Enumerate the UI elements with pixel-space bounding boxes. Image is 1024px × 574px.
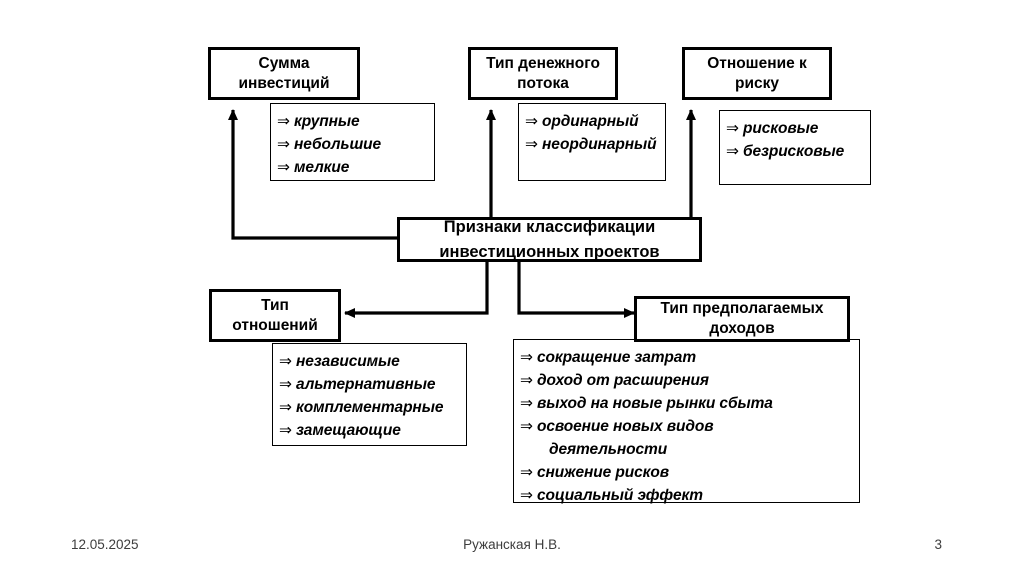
title-line-2: риску [735, 74, 779, 92]
bullet-arrow-icon: ⇒ [726, 120, 739, 137]
connector-to-tip-otnosheniy [344, 262, 489, 318]
bullet-arrow-icon: ⇒ [520, 487, 533, 504]
title-line-2: доходов [709, 320, 775, 337]
connector-to-tip-predpolagaemyh-dohodov [517, 262, 635, 318]
title-line-2: отношений [232, 316, 318, 334]
list-item: ⇒замещающие [279, 419, 458, 442]
title-box-label: Сумма инвестиций [233, 54, 336, 94]
title-line-2: потока [517, 74, 569, 92]
list-item-label: крупные [294, 113, 360, 130]
list-sum-investitsiy: ⇒крупные ⇒небольшие ⇒мелкие [277, 110, 426, 179]
central-box[interactable]: Признаки классификации инвестиционных пр… [397, 217, 702, 262]
title-line-1: Тип денежного [486, 54, 600, 72]
list-item: ⇒небольшие [277, 133, 426, 156]
list-item: ⇒снижение рисков [520, 461, 851, 484]
list-item-label: замещающие [296, 422, 401, 439]
list-item-label: мелкие [294, 159, 350, 176]
title-box-label: Отношение к риску [701, 54, 813, 94]
list-item: ⇒безрисковые [726, 140, 862, 163]
list-otnoshenie-k-risku: ⇒рисковые ⇒безрисковые [726, 117, 862, 163]
list-item: ⇒независимые [279, 350, 458, 373]
bullet-arrow-icon: ⇒ [277, 136, 290, 153]
list-item-label: альтернативные [296, 376, 436, 393]
list-item-label: безрисковые [743, 143, 845, 160]
list-item: ⇒неординарный [525, 133, 657, 156]
title-box-label: Тип денежного потока [480, 54, 606, 94]
bullet-arrow-icon: ⇒ [520, 464, 533, 481]
list-item-label: небольшие [294, 136, 382, 153]
list-item-label: освоение новых видов [537, 418, 714, 435]
title-line-1: Тип [261, 296, 289, 314]
list-box-sum-investitsiy: ⇒крупные ⇒небольшие ⇒мелкие [270, 103, 435, 181]
list-item: ⇒мелкие [277, 156, 426, 179]
list-box-otnoshenie-k-risku: ⇒рисковые ⇒безрисковые [719, 110, 871, 185]
central-line-1: Признаки классификации [443, 217, 656, 236]
list-item: ⇒выход на новые рынки сбыта [520, 392, 851, 415]
central-box-label: Признаки классификации инвестиционных пр… [433, 215, 665, 265]
list-item: ⇒крупные [277, 110, 426, 133]
list-item: ⇒рисковые [726, 117, 862, 140]
bullet-arrow-icon: ⇒ [279, 422, 292, 439]
list-tip-otnosheniy: ⇒независимые ⇒альтернативные ⇒комплемент… [279, 350, 458, 442]
bullet-arrow-icon: ⇒ [520, 349, 533, 366]
title-box-otnoshenie-k-risku[interactable]: Отношение к риску [682, 47, 832, 100]
bullet-arrow-icon: ⇒ [279, 376, 292, 393]
list-item-label: социальный эффект [537, 487, 703, 504]
list-box-tip-otnosheniy: ⇒независимые ⇒альтернативные ⇒комплемент… [272, 343, 467, 446]
list-item: ⇒доход от расширения [520, 369, 851, 392]
list-item-label: доход от расширения [537, 372, 709, 389]
bullet-arrow-icon: ⇒ [520, 418, 533, 435]
title-box-tip-predpolagaemyh-dohodov[interactable]: Тип предполагаемых доходов [634, 296, 850, 342]
title-box-sum-investitsiy[interactable]: Сумма инвестиций [208, 47, 360, 100]
bullet-arrow-icon: ⇒ [520, 395, 533, 412]
list-item-label: ординарный [542, 113, 639, 130]
bullet-arrow-icon: ⇒ [279, 353, 292, 370]
list-item-label: деятельности [549, 441, 668, 458]
bullet-arrow-icon: ⇒ [279, 399, 292, 416]
list-tip-predpolagaemyh-dohodov: ⇒сокращение затрат ⇒доход от расширения … [520, 346, 851, 507]
list-box-tip-denezhnogo-potoka: ⇒ординарный ⇒неординарный [518, 103, 666, 181]
title-box-tip-denezhnogo-potoka[interactable]: Тип денежного потока [468, 47, 618, 100]
list-item-label: независимые [296, 353, 400, 370]
list-item-label: выход на новые рынки сбыта [537, 395, 773, 412]
list-item-label: рисковые [743, 120, 819, 137]
bullet-arrow-icon: ⇒ [520, 372, 533, 389]
list-item-label: снижение рисков [537, 464, 669, 481]
list-tip-denezhnogo-potoka: ⇒ординарный ⇒неординарный [525, 110, 657, 156]
footer-page-number: 3 [934, 537, 942, 552]
central-line-2: инвестиционных проектов [439, 242, 660, 261]
title-line-1: Отношение к [707, 54, 807, 72]
title-line-2: инвестиций [238, 74, 330, 92]
footer-author: Ружанская Н.В. [463, 537, 561, 552]
bullet-arrow-icon: ⇒ [525, 113, 538, 130]
title-line-1: Тип предполагаемых [660, 300, 824, 317]
title-line-1: Сумма [258, 54, 310, 72]
title-box-tip-otnosheniy[interactable]: Тип отношений [209, 289, 341, 342]
list-item: ⇒социальный эффект [520, 484, 851, 507]
title-box-label: Тип отношений [226, 296, 323, 336]
list-box-tip-predpolagaemyh-dohodov: ⇒сокращение затрат ⇒доход от расширения … [513, 339, 860, 504]
list-item: ⇒комплементарные [279, 396, 458, 419]
list-item: ⇒альтернативные [279, 373, 458, 396]
slide-footer: 12.05.2025 Ружанская Н.В. 3 [0, 532, 1024, 560]
list-item-label: сокращение затрат [537, 349, 696, 366]
title-box-label: Тип предполагаемых доходов [654, 299, 829, 339]
bullet-arrow-icon: ⇒ [726, 143, 739, 160]
footer-date: 12.05.2025 [71, 537, 139, 552]
list-item: ⇒ординарный [525, 110, 657, 133]
bullet-arrow-icon: ⇒ [277, 113, 290, 130]
list-item-continuation: ⇒деятельности [520, 438, 851, 461]
connector-to-sum-investitsiy [228, 109, 397, 240]
list-item-label: неординарный [542, 136, 657, 153]
list-item-label: комплементарные [296, 399, 444, 416]
bullet-arrow-icon: ⇒ [525, 136, 538, 153]
bullet-arrow-icon: ⇒ [277, 159, 290, 176]
list-item: ⇒освоение новых видов [520, 415, 851, 438]
list-item: ⇒сокращение затрат [520, 346, 851, 369]
